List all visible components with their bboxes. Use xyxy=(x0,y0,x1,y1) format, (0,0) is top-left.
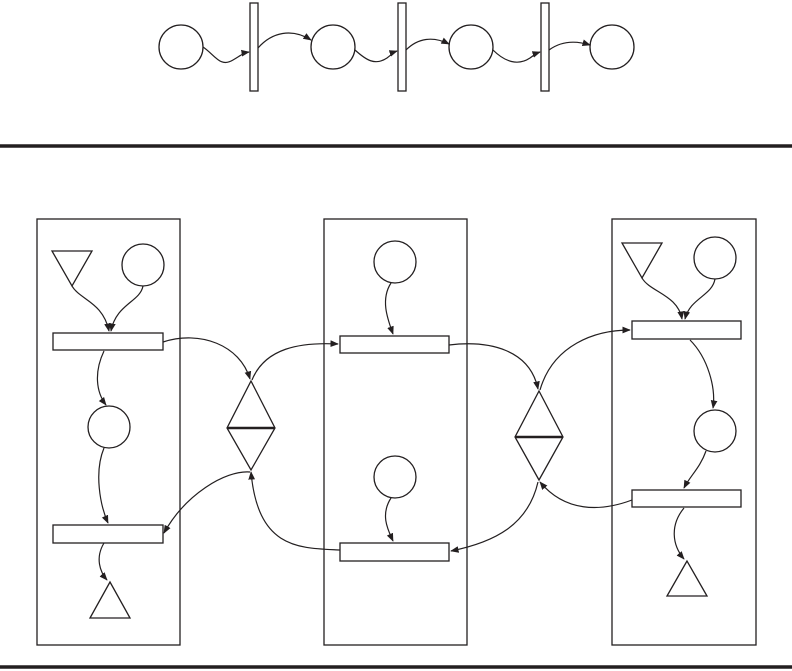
transition-f xyxy=(632,490,741,507)
transition-b xyxy=(53,525,163,543)
middle-module xyxy=(324,219,467,645)
upper-place xyxy=(374,241,416,283)
right-module xyxy=(612,219,756,645)
arc-p1-t1 xyxy=(203,47,249,63)
transition-d xyxy=(340,543,449,561)
transition-3 xyxy=(541,3,549,91)
place-1 xyxy=(159,25,203,69)
left-channel xyxy=(163,338,340,550)
lower-place xyxy=(374,456,416,498)
channel-diamond xyxy=(515,391,563,480)
left-module xyxy=(37,219,180,645)
intermediate-place xyxy=(88,406,130,448)
transition-2 xyxy=(398,3,406,91)
transition-c xyxy=(340,336,449,353)
place-3 xyxy=(449,25,493,69)
arc-p2-t2 xyxy=(355,50,397,62)
resource-place xyxy=(122,244,164,286)
arc-p3-t3 xyxy=(493,50,540,62)
transition-e xyxy=(632,321,741,339)
right-channel xyxy=(449,330,632,551)
arc-t3-p4 xyxy=(549,42,590,50)
arc-t2-p3 xyxy=(406,39,449,50)
resource-place xyxy=(694,237,736,279)
transition-a xyxy=(53,333,163,350)
intermediate-place xyxy=(694,410,736,452)
transition-1 xyxy=(250,3,258,91)
sequential-net xyxy=(159,3,634,91)
channel-diamond xyxy=(227,381,275,470)
arc-t1-p2 xyxy=(258,33,311,48)
place-2 xyxy=(311,25,355,69)
place-4 xyxy=(590,25,634,69)
